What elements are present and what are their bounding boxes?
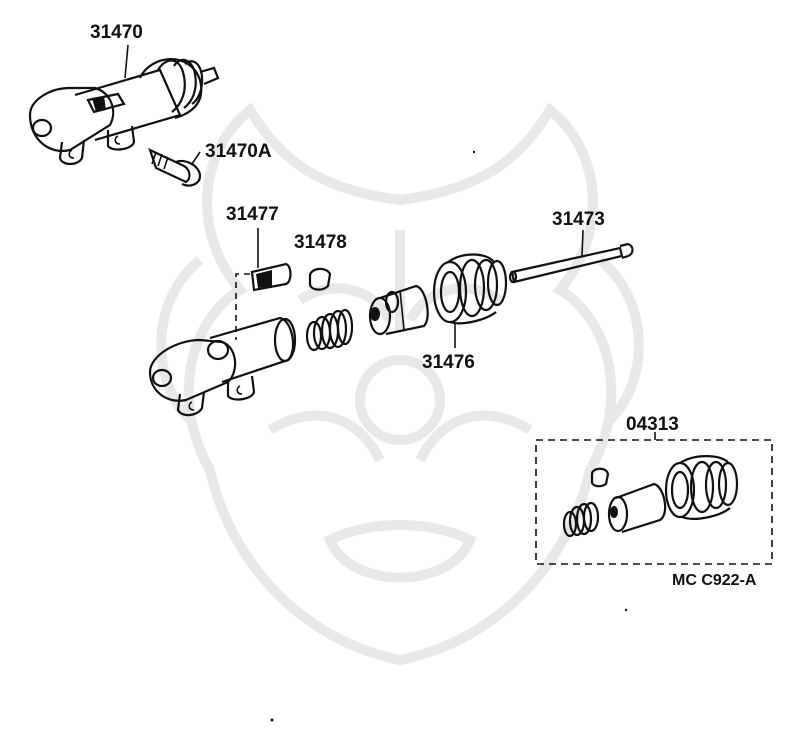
part-31478-cap	[308, 267, 332, 291]
label-31476: 31476	[422, 352, 475, 373]
dashed-assembly-line	[235, 273, 250, 340]
part-piston	[368, 284, 429, 336]
speck-dot	[270, 718, 274, 722]
label-31478: 31478	[294, 232, 347, 253]
diagram-code-label: MC C922-A	[672, 572, 757, 589]
part-31470a-bleeder-screw	[148, 147, 202, 187]
speck-dot	[472, 150, 476, 154]
part-04313-repair-kit	[535, 432, 773, 565]
speck-dot	[624, 608, 628, 612]
samurai-mask-watermark-icon	[156, 102, 644, 666]
label-31470: 31470	[90, 22, 143, 43]
label-31473: 31473	[552, 209, 605, 230]
part-31470-cylinder-assembly	[28, 44, 220, 166]
part-31473-push-rod	[508, 229, 634, 284]
label-31470a: 31470A	[205, 141, 272, 162]
label-04313: 04313	[626, 414, 679, 435]
part-31476-boot	[432, 253, 508, 348]
part-spring	[305, 308, 354, 352]
label-31477: 31477	[226, 204, 279, 225]
part-cylinder-body	[148, 316, 297, 417]
part-31477-bleeder-plug	[250, 228, 292, 292]
